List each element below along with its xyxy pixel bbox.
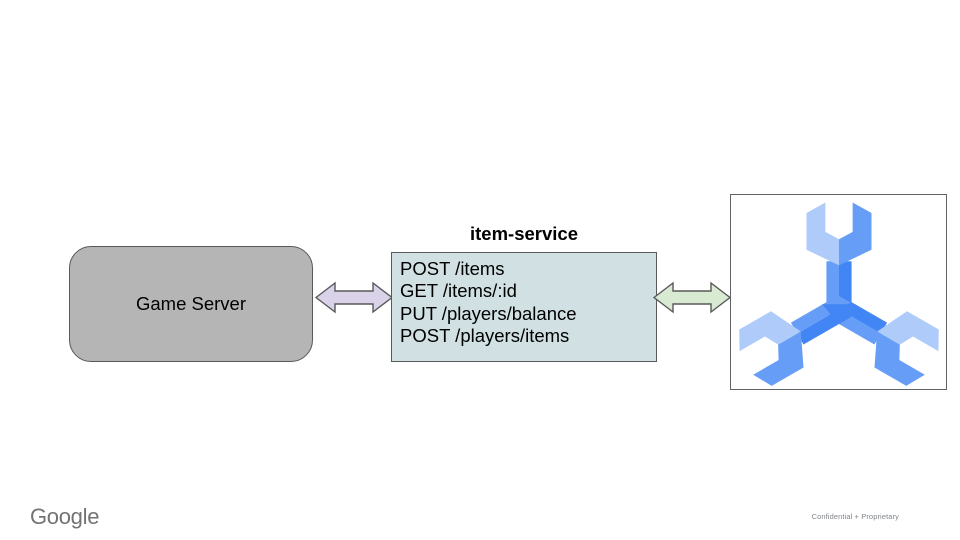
game-server-shape: Game Server: [69, 246, 313, 362]
double-arrow-shape: [315, 281, 393, 314]
item-service-title: item-service: [470, 223, 578, 244]
cloud-spanner-icon: [734, 202, 944, 386]
endpoint-line: GET /items/:id: [400, 280, 517, 302]
item-service-shape: POST /items GET /items/:id PUT /players/…: [391, 252, 657, 362]
double-arrow-shape: [653, 281, 731, 314]
endpoint-line: POST /items: [400, 258, 505, 279]
arrow-game-to-itemservice: [315, 281, 393, 314]
game-server-label: Game Server: [135, 293, 246, 314]
arrow-itemservice-to-spanner: [653, 281, 731, 314]
endpoint-line: PUT /players/balance: [400, 302, 577, 324]
spanner-box: [730, 194, 947, 390]
google-logo: Google: [30, 504, 100, 529]
spanner-center-face: [822, 304, 856, 325]
endpoint-line: POST /players/items: [400, 325, 570, 347]
confidential-label: Confidential + Proprietary: [811, 512, 899, 521]
